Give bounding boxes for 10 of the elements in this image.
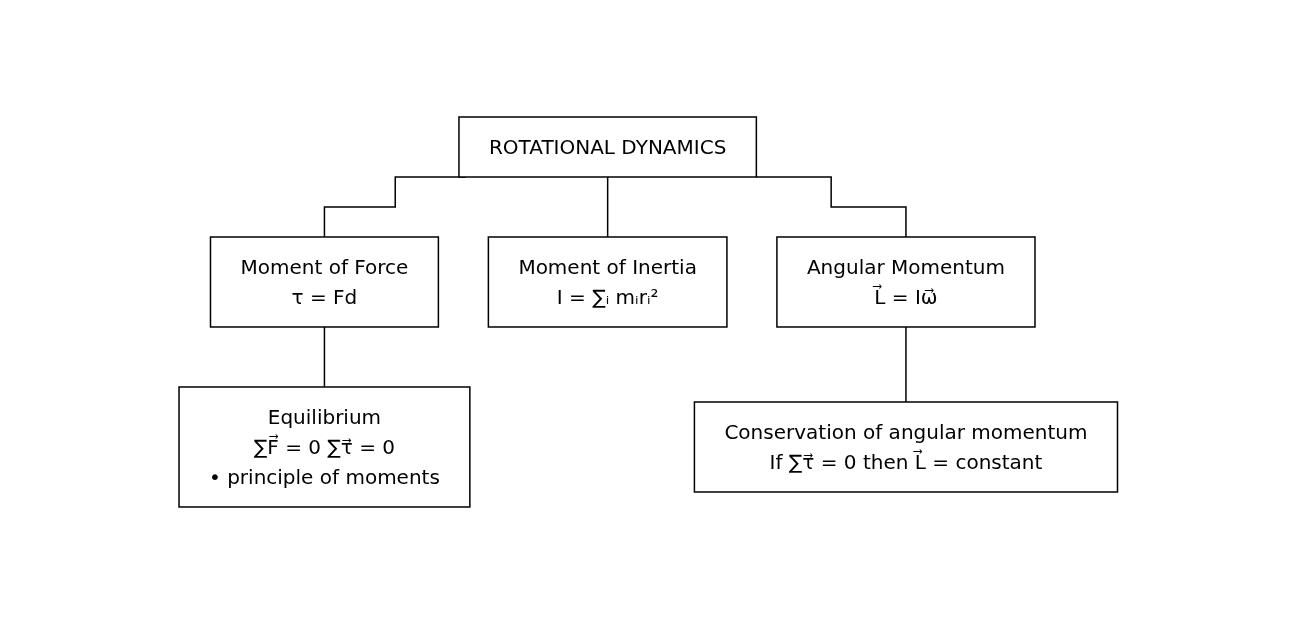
- node-box: Conservation of angular momentum If ∑τ⃗ = 0 then L⃗ = constant: [693, 400, 1118, 493]
- connector: [606, 175, 609, 238]
- connector: [755, 175, 907, 238]
- connector: [323, 325, 325, 388]
- node-box: Moment of Inertia I = ∑ᵢ mᵢrᵢ²: [487, 235, 728, 328]
- node-box: Moment of Force τ = Fd: [209, 235, 439, 328]
- node-box: Angular Momentum L⃗ = Iω⃗: [775, 235, 1036, 328]
- connector: [904, 325, 907, 403]
- node-box: ROTATIONAL DYNAMICS: [457, 115, 757, 178]
- node-box: Equilibrium ∑F⃗ = 0 ∑τ⃗ = 0 • principle of moments: [178, 385, 471, 508]
